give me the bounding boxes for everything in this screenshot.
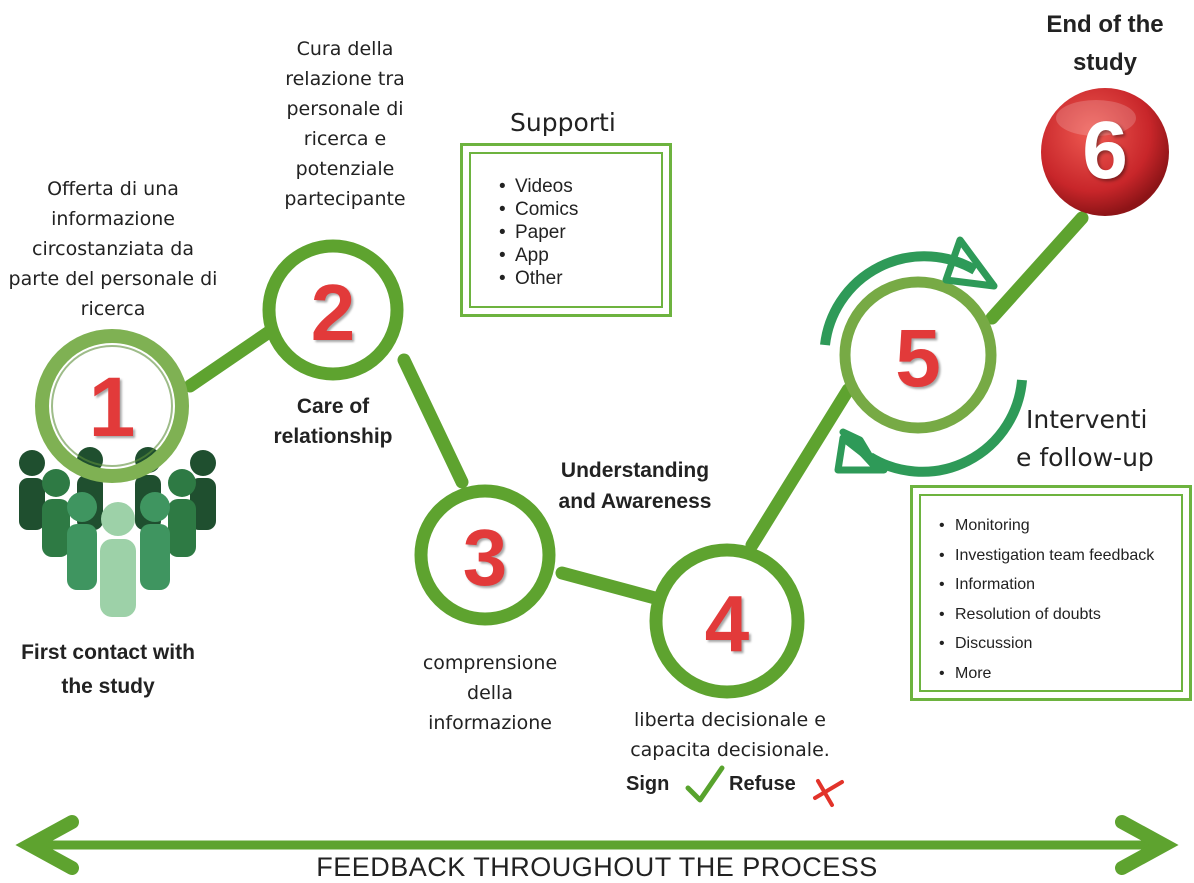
list-item: Other (499, 267, 578, 290)
supporti-title: Supporti (510, 108, 616, 137)
step-6-ball (1041, 88, 1169, 216)
cross-icon (813, 779, 844, 807)
step-3-ring (414, 484, 556, 626)
feedback-label: FEEDBACK THROUGHOUT THE PROCESS (316, 852, 878, 882)
process-path (183, 211, 1089, 605)
step-1-label: First contact with the study (21, 641, 195, 698)
step-3-label: Understanding and Awareness (558, 459, 712, 513)
step-4-ring (649, 543, 805, 699)
step-2-number: 2 (310, 268, 356, 357)
list-item: Resolution of doubts (939, 600, 1154, 630)
list-item: Information (939, 570, 1154, 600)
step-1-description: Offerta di una informazione circostanzia… (8, 178, 218, 320)
supporti-list: Videos Comics Paper App Other (499, 175, 578, 290)
sign-label: Sign (626, 773, 670, 795)
step-6-label: End of the study (1046, 11, 1164, 76)
step-1-ring (35, 329, 189, 483)
list-item: App (499, 244, 578, 267)
check-icon (685, 765, 725, 803)
list-item: Videos (499, 175, 578, 198)
step-6-number: 6 (1082, 105, 1128, 196)
step-2-description: Cura della relazione tra personale di ri… (284, 38, 406, 210)
interventi-title-line2: e follow-up (1016, 443, 1154, 472)
list-item: Investigation team feedback (939, 541, 1154, 571)
list-item: Monitoring (939, 511, 1154, 541)
list-item: More (939, 659, 1154, 689)
interventi-list: Monitoring Investigation team feedback I… (939, 511, 1154, 689)
list-item: Paper (499, 221, 578, 244)
step-4-number: 4 (704, 579, 750, 668)
step-5-ring (839, 276, 997, 434)
list-item: Discussion (939, 629, 1154, 659)
step-2-label: Care of relationship (273, 395, 393, 448)
step-3-description: comprensione della informazione (422, 652, 558, 734)
step-1-number: 1 (88, 360, 136, 454)
refuse-label: Refuse (729, 773, 796, 795)
interventi-title-line1: Interventi (1026, 405, 1148, 434)
interventi-box: Monitoring Investigation team feedback I… (910, 485, 1192, 701)
step-3-number: 3 (462, 513, 508, 602)
supporti-box: Videos Comics Paper App Other (460, 143, 672, 317)
step-2-ring (262, 239, 404, 381)
feedback-double-arrow (15, 815, 1179, 875)
step-5-number: 5 (895, 313, 941, 404)
step-4-description: liberta decisionale e capacita decisiona… (630, 709, 830, 761)
list-item: Comics (499, 198, 578, 221)
